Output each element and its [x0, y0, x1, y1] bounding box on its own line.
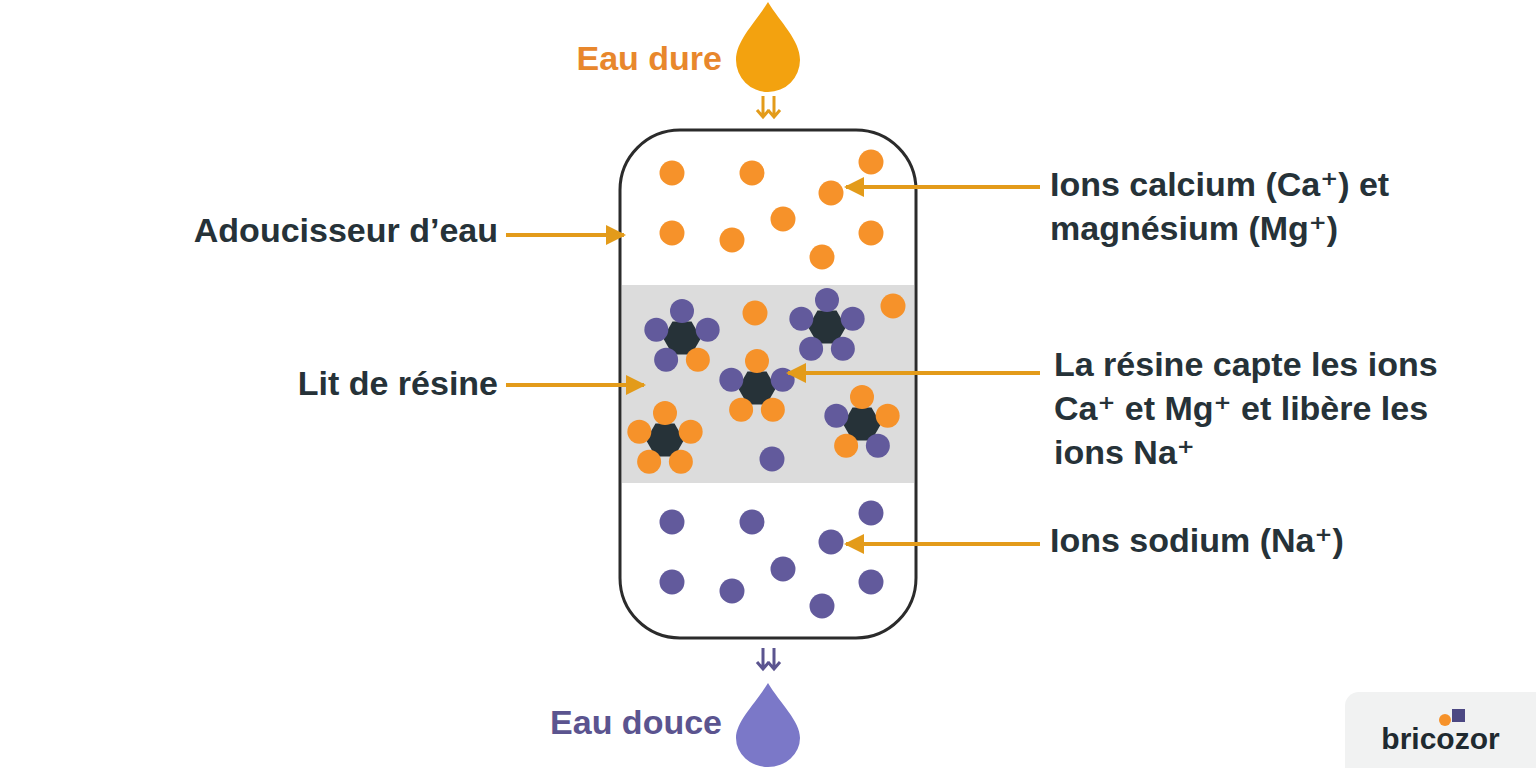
ion-dot [859, 150, 884, 175]
ion-dot [819, 530, 844, 555]
resin-bead [627, 401, 702, 474]
ion-dot [719, 368, 743, 392]
logo-text: bricozor [1381, 722, 1499, 756]
ion-dots [627, 150, 905, 619]
leader-lines [506, 187, 1040, 544]
ion-dot [810, 594, 835, 619]
ion-label: Ions sodium (Na⁺) [1050, 518, 1344, 562]
ion-dot [637, 450, 661, 474]
ion-dot [740, 161, 765, 186]
water-label: Eau douce [550, 700, 722, 744]
ion-dot [644, 318, 668, 342]
ion-dot [654, 348, 678, 372]
ion-dot [815, 288, 839, 312]
ion-dot [761, 398, 785, 422]
ion-dot [669, 450, 693, 474]
ion-dot [679, 420, 703, 444]
process-label: La résine capte les ions Ca⁺ et Mg⁺ et l… [1054, 342, 1504, 475]
resin-bead [644, 299, 719, 372]
ion-dot [824, 404, 848, 428]
resin-bead [789, 288, 864, 361]
ion-dot [859, 501, 884, 526]
ion-dot [876, 404, 900, 428]
ion-dot [660, 221, 685, 246]
resin-bead [719, 349, 794, 422]
ion-dot [866, 434, 890, 458]
ion-dot [850, 385, 874, 409]
ion-dot [819, 181, 844, 206]
ion-dot [660, 570, 685, 595]
ion-dot [745, 349, 769, 373]
ion-dot [627, 420, 651, 444]
ion-dot [743, 301, 768, 326]
ion-dot [859, 570, 884, 595]
ion-dot [740, 510, 765, 535]
flow-arrows [757, 648, 780, 669]
ion-dot [881, 294, 906, 319]
ion-dot [660, 510, 685, 535]
softener-vessel [620, 130, 916, 638]
ion-dot [831, 337, 855, 361]
resin-bead [824, 385, 899, 458]
ion-dot [841, 307, 865, 331]
ion-dot [760, 447, 785, 472]
part-label: Adoucisseur d’eau [194, 208, 498, 252]
part-label: Lit de résine [298, 361, 498, 405]
ion-dot [834, 434, 858, 458]
ion-dot [720, 228, 745, 253]
ion-dot [789, 307, 813, 331]
ion-label: Ions calcium (Ca⁺) et magnésium (Mg⁺) [1050, 162, 1450, 250]
water-label: Eau dure [577, 36, 722, 80]
ion-dot [859, 221, 884, 246]
resin-band [622, 285, 914, 483]
ion-dot [810, 245, 835, 270]
ion-dot [720, 579, 745, 604]
ion-dot [696, 318, 720, 342]
ion-dot [729, 398, 753, 422]
logo-box: bricozor [1345, 692, 1536, 768]
ion-dot [653, 401, 677, 425]
ion-dot [771, 557, 796, 582]
ion-dot [660, 161, 685, 186]
flow-arrows [757, 96, 780, 117]
ion-dot [799, 337, 823, 361]
soft-water-drop [736, 683, 800, 767]
ion-dot [686, 348, 710, 372]
ion-dot [670, 299, 694, 323]
hard-water-drop [736, 2, 800, 92]
ion-dot [771, 207, 796, 232]
